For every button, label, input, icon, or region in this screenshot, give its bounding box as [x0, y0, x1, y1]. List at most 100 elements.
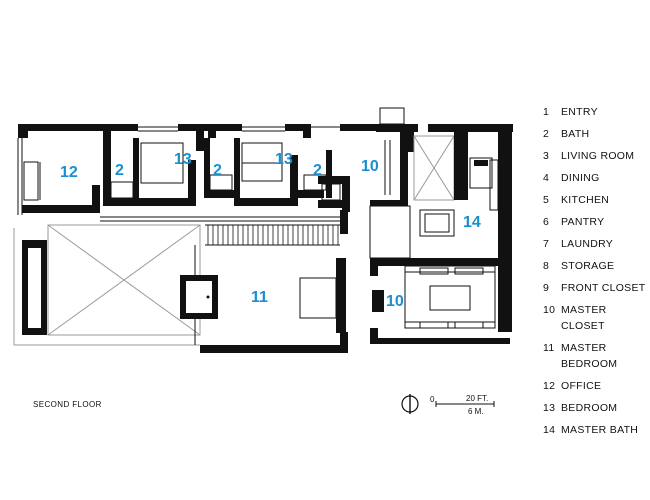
wall — [318, 176, 350, 184]
wall — [204, 190, 234, 198]
wall — [200, 345, 348, 353]
wall — [370, 266, 378, 276]
legend-number: 2 — [543, 128, 550, 140]
wall — [298, 190, 324, 198]
legend-number: 14 — [543, 424, 556, 436]
fireplace — [206, 295, 210, 299]
wall — [133, 198, 195, 206]
legend-label: LAUNDRY — [561, 238, 614, 250]
legend-item: 6 PANTRY — [543, 214, 648, 230]
pillar-void — [28, 248, 41, 328]
legend-label: MASTER BATH — [561, 424, 639, 436]
scale-zero: 0 — [430, 395, 435, 404]
wall — [370, 328, 378, 338]
room-number-bath: 2 — [115, 162, 124, 179]
legend-number: 11 — [543, 342, 555, 354]
wall — [370, 338, 510, 344]
island — [429, 285, 471, 311]
wall — [498, 132, 512, 332]
room-number-bath: 2 — [213, 162, 222, 179]
legend-number: 7 — [543, 238, 550, 250]
wall — [454, 132, 468, 200]
wall — [326, 150, 332, 198]
stair — [205, 224, 340, 246]
wall — [340, 210, 348, 234]
stair-treads — [207, 225, 339, 245]
legend-number: 8 — [543, 260, 550, 272]
wall — [103, 124, 111, 138]
sink — [209, 174, 233, 191]
room-number-master-closet: 10 — [361, 158, 379, 175]
shelf — [454, 321, 484, 329]
wall — [400, 152, 408, 200]
room-number-bedroom: 13 — [174, 151, 192, 168]
shelf — [419, 321, 449, 329]
wall — [336, 258, 346, 333]
couch — [23, 161, 39, 201]
legend-number: 6 — [543, 216, 550, 228]
legend-item: 1 ENTRY — [543, 104, 648, 120]
wall — [103, 138, 111, 198]
legend-label: DINING — [561, 172, 600, 184]
legend-number: 13 — [543, 402, 556, 414]
legend-label: KITCHEN — [561, 194, 610, 206]
wall — [342, 176, 350, 212]
legend-item: 10 MASTER CLOSET — [543, 302, 648, 334]
legend-item: 3 LIVING ROOM — [543, 148, 648, 164]
legend-label: ENTRY — [561, 106, 598, 118]
chimney — [379, 107, 405, 125]
legend-item: 13 BEDROOM — [543, 400, 648, 416]
wall — [216, 124, 242, 131]
scale-ft: 20 FT. — [466, 394, 488, 403]
legend-number: 5 — [543, 194, 550, 206]
legend-label: FRONT CLOSET — [561, 282, 646, 294]
wall — [18, 124, 28, 138]
legend-number: 10 — [543, 304, 556, 316]
wall — [22, 205, 92, 213]
legend-label: OFFICE — [561, 380, 602, 392]
legend-label: PANTRY — [561, 216, 605, 228]
wall — [28, 124, 103, 131]
room-number-bedroom: 13 — [275, 151, 293, 168]
room-number-bath: 2 — [313, 162, 322, 179]
sink — [110, 181, 134, 199]
counter — [489, 159, 499, 211]
room-number-master-bedroom: 11 — [251, 289, 268, 306]
floor-label: SECOND FLOOR — [33, 400, 102, 409]
wall — [428, 124, 513, 132]
wall — [92, 185, 100, 213]
legend-label: MASTER CLOSET — [561, 304, 607, 332]
tub — [419, 209, 455, 237]
wall — [133, 138, 139, 206]
legend-number: 4 — [543, 172, 550, 184]
legend-label: STORAGE — [561, 260, 615, 272]
wall — [303, 124, 311, 138]
wall — [340, 332, 348, 353]
bed — [241, 142, 283, 182]
room-number-master-bath: 14 — [463, 214, 481, 231]
wall — [196, 131, 204, 151]
room-number-office: 12 — [60, 164, 78, 181]
wall — [372, 290, 384, 312]
north-arrow-icon — [401, 394, 419, 414]
legend-number: 3 — [543, 150, 550, 162]
wall — [204, 138, 210, 198]
shower — [469, 157, 493, 189]
tub — [424, 213, 450, 233]
legend-number: 1 — [543, 106, 550, 118]
scale-m: 6 M. — [468, 407, 484, 416]
wall — [234, 138, 240, 198]
fixture — [474, 160, 488, 166]
legend-item: 4 DINING — [543, 170, 648, 186]
wall — [285, 124, 303, 131]
wall — [234, 198, 296, 206]
wall — [208, 124, 216, 138]
legend-label: BEDROOM — [561, 402, 618, 414]
floor-plan: 12 2 13 2 13 2 10 14 11 10 0 20 FT. 6 M. — [13, 107, 513, 416]
legend-label: LIVING ROOM — [561, 150, 635, 162]
legend-item: 8 STORAGE — [543, 258, 648, 274]
